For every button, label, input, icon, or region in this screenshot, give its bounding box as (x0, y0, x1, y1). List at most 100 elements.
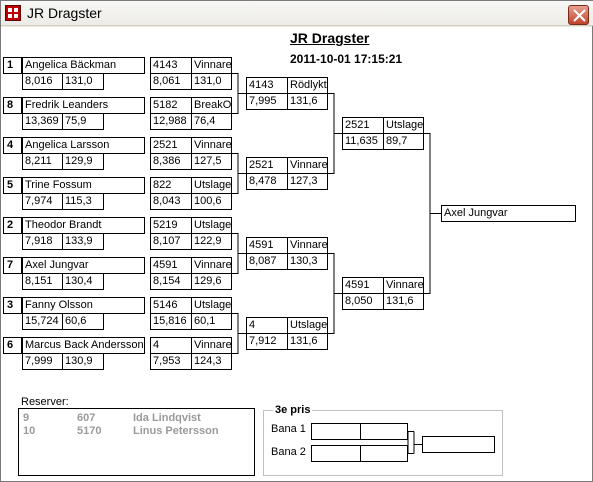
racer-speed: 115,3 (62, 193, 104, 210)
title-bar[interactable]: JR Dragster (1, 1, 593, 26)
heat-number: 5219 (150, 217, 192, 234)
heat-speed: 60,1 (191, 313, 232, 330)
third-prize-title: 3e pris (273, 404, 313, 416)
racer-speed: 60,6 (62, 313, 104, 330)
seed-number: 6 (3, 337, 22, 354)
reserve-number: 5170 (77, 425, 102, 437)
third-prize-winner (422, 436, 495, 453)
heat-number: 2521 (342, 117, 384, 134)
heat-speed: 131,6 (383, 293, 424, 310)
heat-result: Utslager (191, 177, 232, 194)
heat-time: 8,154 (150, 273, 192, 290)
heat-number: 4 (246, 317, 288, 334)
seed-number: 4 (3, 137, 22, 154)
reserve-name: Linus Petersson (133, 425, 219, 437)
racer-reaction-time: 8,211 (22, 153, 63, 170)
lane-1-label: Bana 1 (271, 423, 306, 435)
racer-speed: 129,9 (62, 153, 104, 170)
heat-time: 8,107 (150, 233, 192, 250)
heat-speed: 124,3 (191, 353, 232, 370)
heat-result: Utslager (191, 217, 232, 234)
racer-name[interactable]: Fredrik Leanders (22, 97, 145, 114)
heat-time: 11,635 (342, 133, 384, 150)
heat-speed: 131,6 (287, 93, 328, 110)
reserve-position: 10 (23, 425, 36, 437)
heat-number: 5182 (150, 97, 192, 114)
seed-number: 1 (3, 57, 22, 74)
racer-speed: 130,4 (62, 273, 104, 290)
heat-number: 4591 (342, 277, 384, 294)
heat-number: 4143 (246, 77, 288, 94)
heat-time: 7,912 (246, 333, 288, 350)
heat-speed: 89,7 (383, 133, 424, 150)
racer-reaction-time: 7,918 (22, 233, 63, 250)
racer-name[interactable]: Fanny Olsson (22, 297, 145, 314)
racer-name[interactable]: Trine Fossum (22, 177, 145, 194)
heat-result: Vinnare (191, 137, 232, 154)
heat-speed: 130,3 (287, 253, 328, 270)
heat-speed: 76,4 (191, 113, 232, 130)
racer-reaction-time: 7,974 (22, 193, 63, 210)
heat-time: 12,988 (150, 113, 192, 130)
heat-number: 4143 (150, 57, 192, 74)
heat-speed: 131,6 (287, 333, 328, 350)
heat-result: Vinnare (287, 237, 328, 254)
racer-reaction-time: 8,016 (22, 73, 63, 90)
racer-speed: 131,0 (62, 73, 104, 90)
close-button[interactable] (568, 5, 589, 25)
heat-number: 5146 (150, 297, 192, 314)
racer-name[interactable]: Marcus Back Andersson (22, 337, 145, 354)
racer-name[interactable]: Angelica Bäckman (22, 57, 145, 74)
heat-number: 2521 (246, 157, 288, 174)
heat-time: 8,087 (246, 253, 288, 270)
heat-result: Vinnare (383, 277, 424, 294)
racer-speed: 133,9 (62, 233, 104, 250)
racer-reaction-time: 7,999 (22, 353, 63, 370)
heat-result: Rödlykta (287, 77, 328, 94)
racer-name[interactable]: Axel Jungvar (22, 257, 145, 274)
seed-number: 2 (3, 217, 22, 234)
close-icon (573, 9, 586, 22)
event-datetime: 2011-10-01 17:15:21 (290, 52, 403, 66)
heat-time: 8,386 (150, 153, 192, 170)
page-title: JR Dragster (290, 30, 370, 46)
heat-time: 7,953 (150, 353, 192, 370)
seed-number: 8 (3, 97, 22, 114)
reserve-name: Ida Lindqvist (133, 412, 201, 424)
racer-name[interactable]: Angelica Larsson (22, 137, 145, 154)
racer-reaction-time: 15,724 (22, 313, 63, 330)
heat-time: 8,043 (150, 193, 192, 210)
heat-time: 8,061 (150, 73, 192, 90)
heat-speed: 122,9 (191, 233, 232, 250)
third-prize-group (263, 410, 503, 476)
heat-speed: 131,0 (191, 73, 232, 90)
racer-speed: 75,9 (62, 113, 104, 130)
racer-reaction-time: 8,151 (22, 273, 63, 290)
racer-name[interactable]: Theodor Brandt (22, 217, 145, 234)
reserves-list[interactable]: 9 607 Ida Lindqvist 10 5170 Linus Peters… (18, 408, 255, 476)
window-title: JR Dragster (27, 5, 102, 21)
reserve-number: 607 (77, 412, 96, 424)
heat-speed: 127,5 (191, 153, 232, 170)
racer-speed: 130,9 (62, 353, 104, 370)
heat-number: 2521 (150, 137, 192, 154)
heat-number: 4591 (150, 257, 192, 274)
heat-time: 8,478 (246, 173, 288, 190)
racer-reaction-time: 13,369 (22, 113, 63, 130)
heat-result: Vinnare (191, 337, 232, 354)
heat-speed: 100,6 (191, 193, 232, 210)
heat-number: 4591 (246, 237, 288, 254)
app-icon (5, 5, 21, 21)
lane-2-field[interactable] (360, 445, 408, 462)
heat-result: Utslager (383, 117, 424, 134)
reserves-label: Reserver: (21, 396, 69, 408)
heat-time: 8,050 (342, 293, 384, 310)
heat-result: Vinnare (287, 157, 328, 174)
lane-1-number (311, 423, 361, 440)
seed-number: 7 (3, 257, 22, 274)
seed-number: 3 (3, 297, 22, 314)
lane-1-field[interactable] (360, 423, 408, 440)
heat-time: 7,995 (246, 93, 288, 110)
heat-result: Vinnare (191, 257, 232, 274)
tournament-winner: Axel Jungvar (441, 205, 576, 222)
